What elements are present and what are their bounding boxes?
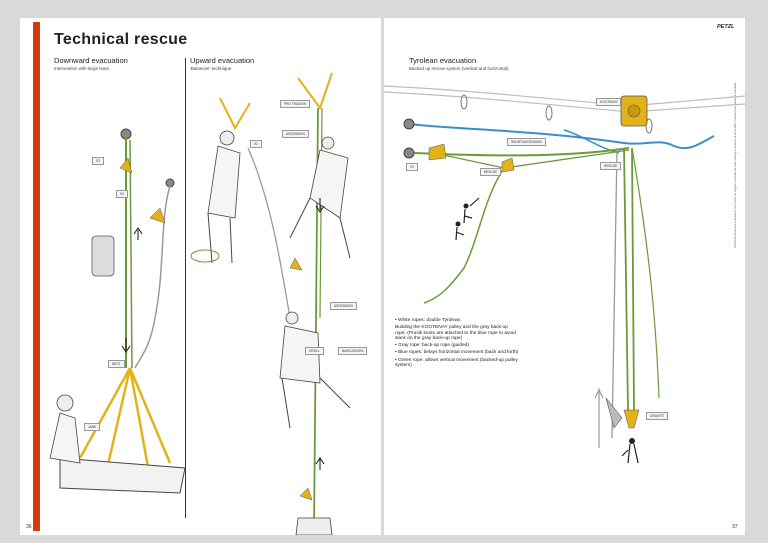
downward-upward-illustration [49, 72, 351, 535]
section-divider [185, 58, 186, 518]
note-gray-rope: • Gray rope: back-up rope (guided) [395, 343, 469, 349]
label-upward-1: PRO TRAXION [280, 100, 310, 108]
note-white-ropes: • White ropes: double Tyrolean. [395, 318, 462, 323]
label-downward-1: I'D [92, 157, 104, 165]
label-upward-2: ASCENSION [282, 130, 309, 138]
tyrolean-illustration [384, 85, 745, 464]
label-upward-3: I'D [250, 140, 262, 148]
page-title: Technical rescue [54, 31, 188, 48]
page-number-right: 37 [732, 524, 738, 530]
section-title-downward: Downward evacuation [54, 56, 128, 65]
section-subtitle-upward: 'Balancier' technique [190, 66, 232, 71]
section-title-tyrolean: Tyrolean evacuation [409, 56, 477, 65]
label-tyrolean-2: SHUNT/ASCENSION [507, 138, 546, 146]
right-page: PETZL Technical rescue and evacuation: t… [384, 18, 745, 535]
petzl-logo: PETZL [717, 24, 735, 30]
label-upward-6: BASIC/ASCEN [338, 347, 368, 355]
label-tyrolean-3: I'D [406, 163, 418, 171]
section-subtitle-tyrolean: Backed up rescue system (vertical and ho… [409, 66, 509, 71]
label-tyrolean-6: GRAVITÉ [646, 412, 668, 420]
label-tyrolean-5: RESCUE [600, 162, 622, 170]
section-subtitle-downward: Intervention with large team [54, 66, 110, 71]
accent-bar [33, 22, 40, 531]
label-tyrolean-4: RESCUE [480, 168, 502, 176]
note-blue-ropes: • Blue ropes: belays horizontal movement… [395, 350, 519, 356]
label-upward-4: ASCENSION [330, 302, 357, 310]
label-tyrolean-1: KOOTENAY [596, 98, 622, 106]
left-page: Technical rescue Downward evacuation Int… [20, 18, 381, 535]
note-green-rope: • Green rope: allows vertical movement (… [395, 357, 518, 369]
section-title-upward: Upward evacuation [190, 56, 255, 65]
label-downward-3: NEST [108, 360, 125, 368]
rope-legend-notes: • White ropes: double Tyrolean. Building… [395, 318, 519, 370]
label-downward-4: JANE [84, 423, 101, 431]
label-downward-2: I'D [116, 190, 128, 198]
note-kootenay: Building the KOOTENAY pulley and the gra… [395, 325, 516, 342]
page-number-left: 36 [26, 524, 32, 530]
label-upward-5: CROLL [305, 347, 324, 355]
